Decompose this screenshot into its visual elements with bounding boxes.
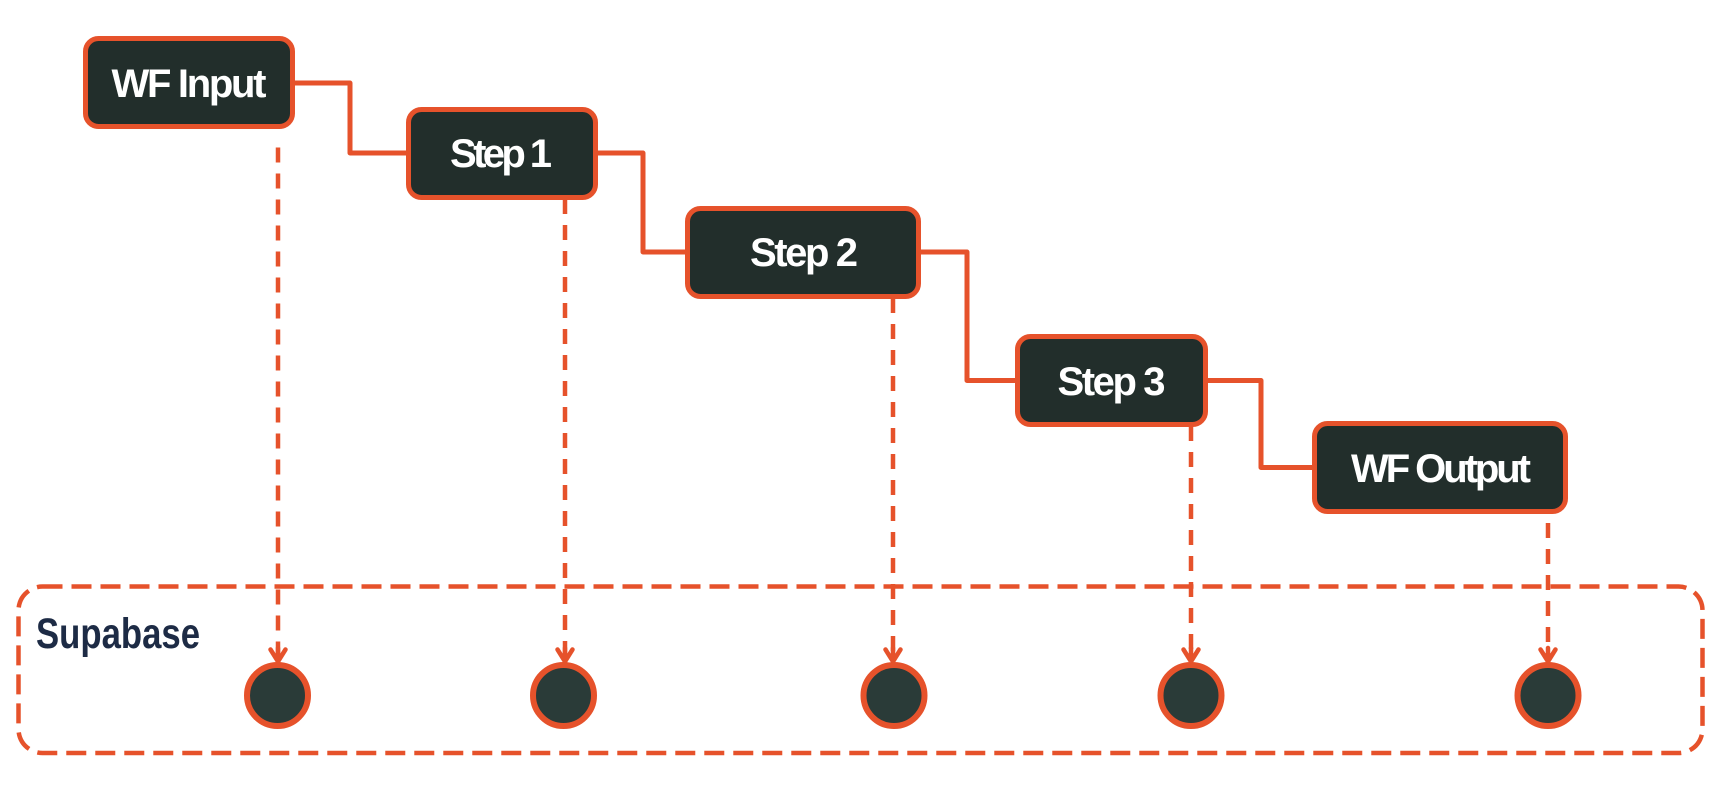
svg-text:Step 3: Step 3 (1058, 360, 1166, 404)
svg-text:Step 2: Step 2 (750, 231, 858, 275)
svg-text:Supabase: Supabase (36, 610, 200, 658)
svg-text:WF Output: WF Output (1351, 447, 1531, 491)
svg-text:Step 1: Step 1 (450, 132, 552, 176)
svg-text:WF Input: WF Input (112, 62, 267, 106)
